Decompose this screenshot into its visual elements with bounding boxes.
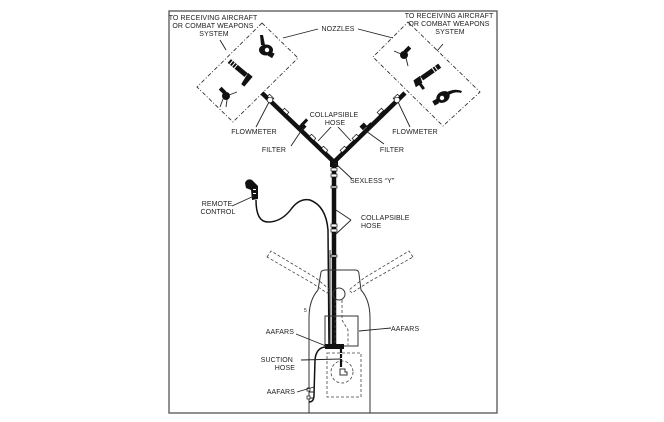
right-pistol-nozzle-icon	[432, 89, 462, 106]
right-rear-arm	[348, 250, 414, 294]
label-sexless-y: SEXLESS “Y”	[350, 178, 395, 185]
label-flowmeter-right: FLOWMETER	[392, 129, 438, 136]
tank-outline	[326, 352, 362, 398]
left-flowmeter-icon	[266, 96, 274, 104]
label-receiving-left: TO RECEIVING AIRCRAFT OR COMBAT WEAPONS …	[169, 15, 260, 38]
label-remote-control: REMOTE CONTROL	[201, 201, 236, 216]
left-branch-hose	[260, 91, 336, 164]
remote-control-cable	[255, 198, 330, 347]
svg-text:5: 5	[304, 308, 307, 314]
label-aafars-left-lower: AAFARS	[267, 389, 295, 396]
vehicle-body	[308, 269, 371, 413]
hose-assembly	[260, 91, 407, 346]
left-nozzle-group	[196, 22, 299, 123]
right-branch-hose	[332, 91, 407, 164]
label-collapsible-hose-mid: COLLAPSIBLE HOSE	[361, 215, 412, 230]
label-collapsible-hose-top: COLLAPSIBLE HOSE	[310, 112, 361, 127]
side-hose	[308, 346, 326, 403]
label-receiving-right: TO RECEIVING AIRCRAFT OR COMBAT WEAPONS …	[405, 13, 496, 36]
label-suction-hose: SUCTION HOSE	[261, 357, 295, 372]
text-labels: TO RECEIVING AIRCRAFT OR COMBAT WEAPONS …	[169, 13, 496, 396]
label-aafars-right: AAFARS	[391, 326, 419, 333]
remote-control-icon	[245, 179, 258, 200]
vehicle-outline: 5	[266, 250, 414, 413]
label-filter-right: FILTER	[380, 147, 404, 154]
right-nozzle-group	[372, 21, 481, 127]
leader-lines	[219, 28, 444, 393]
right-closed-circuit-nozzle-icon	[393, 45, 412, 67]
left-pistol-nozzle-icon	[259, 35, 275, 59]
right-inline-nozzle-icon	[413, 63, 442, 90]
label-flowmeter-left: FLOWMETER	[231, 129, 277, 136]
left-nozzle-box	[196, 22, 299, 123]
left-inline-nozzle-icon	[227, 59, 253, 87]
left-closed-circuit-nozzle-icon	[218, 86, 238, 108]
label-nozzles: NOZZLES	[322, 26, 355, 33]
right-filter-icon	[359, 122, 373, 131]
remote-control-group	[245, 179, 330, 347]
left-rear-arm	[266, 250, 331, 294]
label-aafars-left-upper: AAFARS	[266, 329, 294, 336]
sexless-y-fitting	[330, 159, 338, 167]
label-filter-left: FILTER	[262, 147, 286, 154]
right-nozzle-box	[372, 21, 481, 127]
turret-pivot	[332, 287, 346, 301]
aafars-manifold	[325, 344, 344, 349]
main-hose-couplings	[330, 167, 338, 258]
right-flowmeter-icon	[393, 96, 401, 104]
left-filter-icon	[298, 118, 309, 131]
